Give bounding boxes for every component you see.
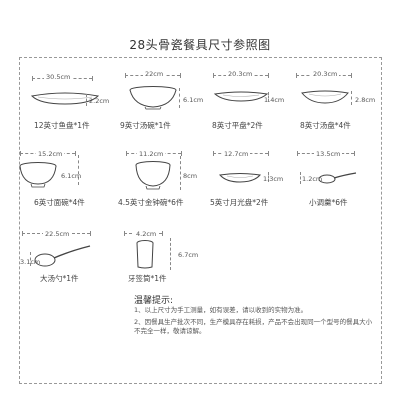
- soup-bowl-icon: [129, 86, 177, 110]
- bell-bowl-caption: 4.5英寸金钟碗*6件: [118, 198, 184, 207]
- tips-heading: 温馨提示:: [134, 296, 174, 306]
- soup-plate-height: 2.8cm: [355, 96, 376, 104]
- small-spoon-width: 13.5cm: [314, 150, 343, 158]
- toothpick-holder-width: 4.2cm: [134, 230, 159, 238]
- bell-bowl-width: 11.2cm: [137, 150, 166, 158]
- soup-plate-caption: 8英寸汤盘*4件: [300, 121, 351, 130]
- small-spoon-height: 1.2cm: [302, 175, 323, 183]
- noodle-bowl-icon: [19, 162, 57, 188]
- fish-plate-caption: 12英寸鱼盘*1件: [34, 121, 90, 130]
- small-spoon-caption: 小调羹*6件: [309, 198, 348, 207]
- ladle-height: 3.1cm: [20, 258, 41, 266]
- fish-plate-icon: [30, 92, 100, 105]
- flat-plate-icon: [213, 91, 269, 102]
- ladle-width: 22.5cm: [43, 230, 72, 238]
- toothpick-holder-icon: [136, 240, 154, 269]
- soup-bowl-height: 6.1cm: [183, 96, 204, 104]
- soup-plate-icon: [301, 90, 349, 104]
- bell-bowl-icon: [135, 161, 171, 190]
- moonlight-plate-width: 12.7cm: [222, 150, 251, 158]
- toothpick-holder-height: 6.7cm: [178, 251, 199, 259]
- ladle-icon: [34, 245, 91, 267]
- page-title: 28头骨瓷餐具尺寸参照图: [129, 38, 271, 52]
- small-spoon-icon: [318, 172, 357, 184]
- fish-plate-height: 2.2cm: [89, 97, 110, 105]
- toothpick-holder-caption: 牙签筒*1件: [128, 274, 167, 283]
- moonlight-plate-icon: [219, 173, 261, 183]
- soup-bowl-width: 22cm: [143, 70, 166, 78]
- ladle-caption: 大汤勺*1件: [40, 274, 79, 283]
- diagram-frame: [19, 57, 382, 384]
- flat-plate-height: 1.4cm: [264, 96, 285, 104]
- noodle-bowl-height: 6.1cm: [61, 172, 82, 180]
- tip-line-1: 1、以上尺寸为手工测量，如有误差，请以收到的实物为准。: [134, 306, 308, 314]
- moonlight-plate-caption: 5英寸月光盘*2件: [210, 198, 269, 207]
- noodle-bowl-width: 15.2cm: [36, 150, 65, 158]
- soup-plate-width: 20.3cm: [311, 70, 340, 78]
- flat-plate-caption: 8英寸平盘*2件: [212, 121, 263, 130]
- bell-bowl-height: 8cm: [183, 172, 198, 180]
- moonlight-plate-height: 1.3cm: [263, 175, 284, 183]
- flat-plate-width: 20.3cm: [226, 70, 255, 78]
- tip-line-2: 2、因餐具生产批次不同，生产模具存在耗损，产品不会出现同一个型号的餐具大小不完全…: [134, 318, 373, 335]
- fish-plate-width: 30.5cm: [44, 73, 73, 81]
- noodle-bowl-caption: 6英寸面碗*4件: [34, 198, 85, 207]
- soup-bowl-caption: 9英寸汤碗*1件: [120, 121, 171, 130]
